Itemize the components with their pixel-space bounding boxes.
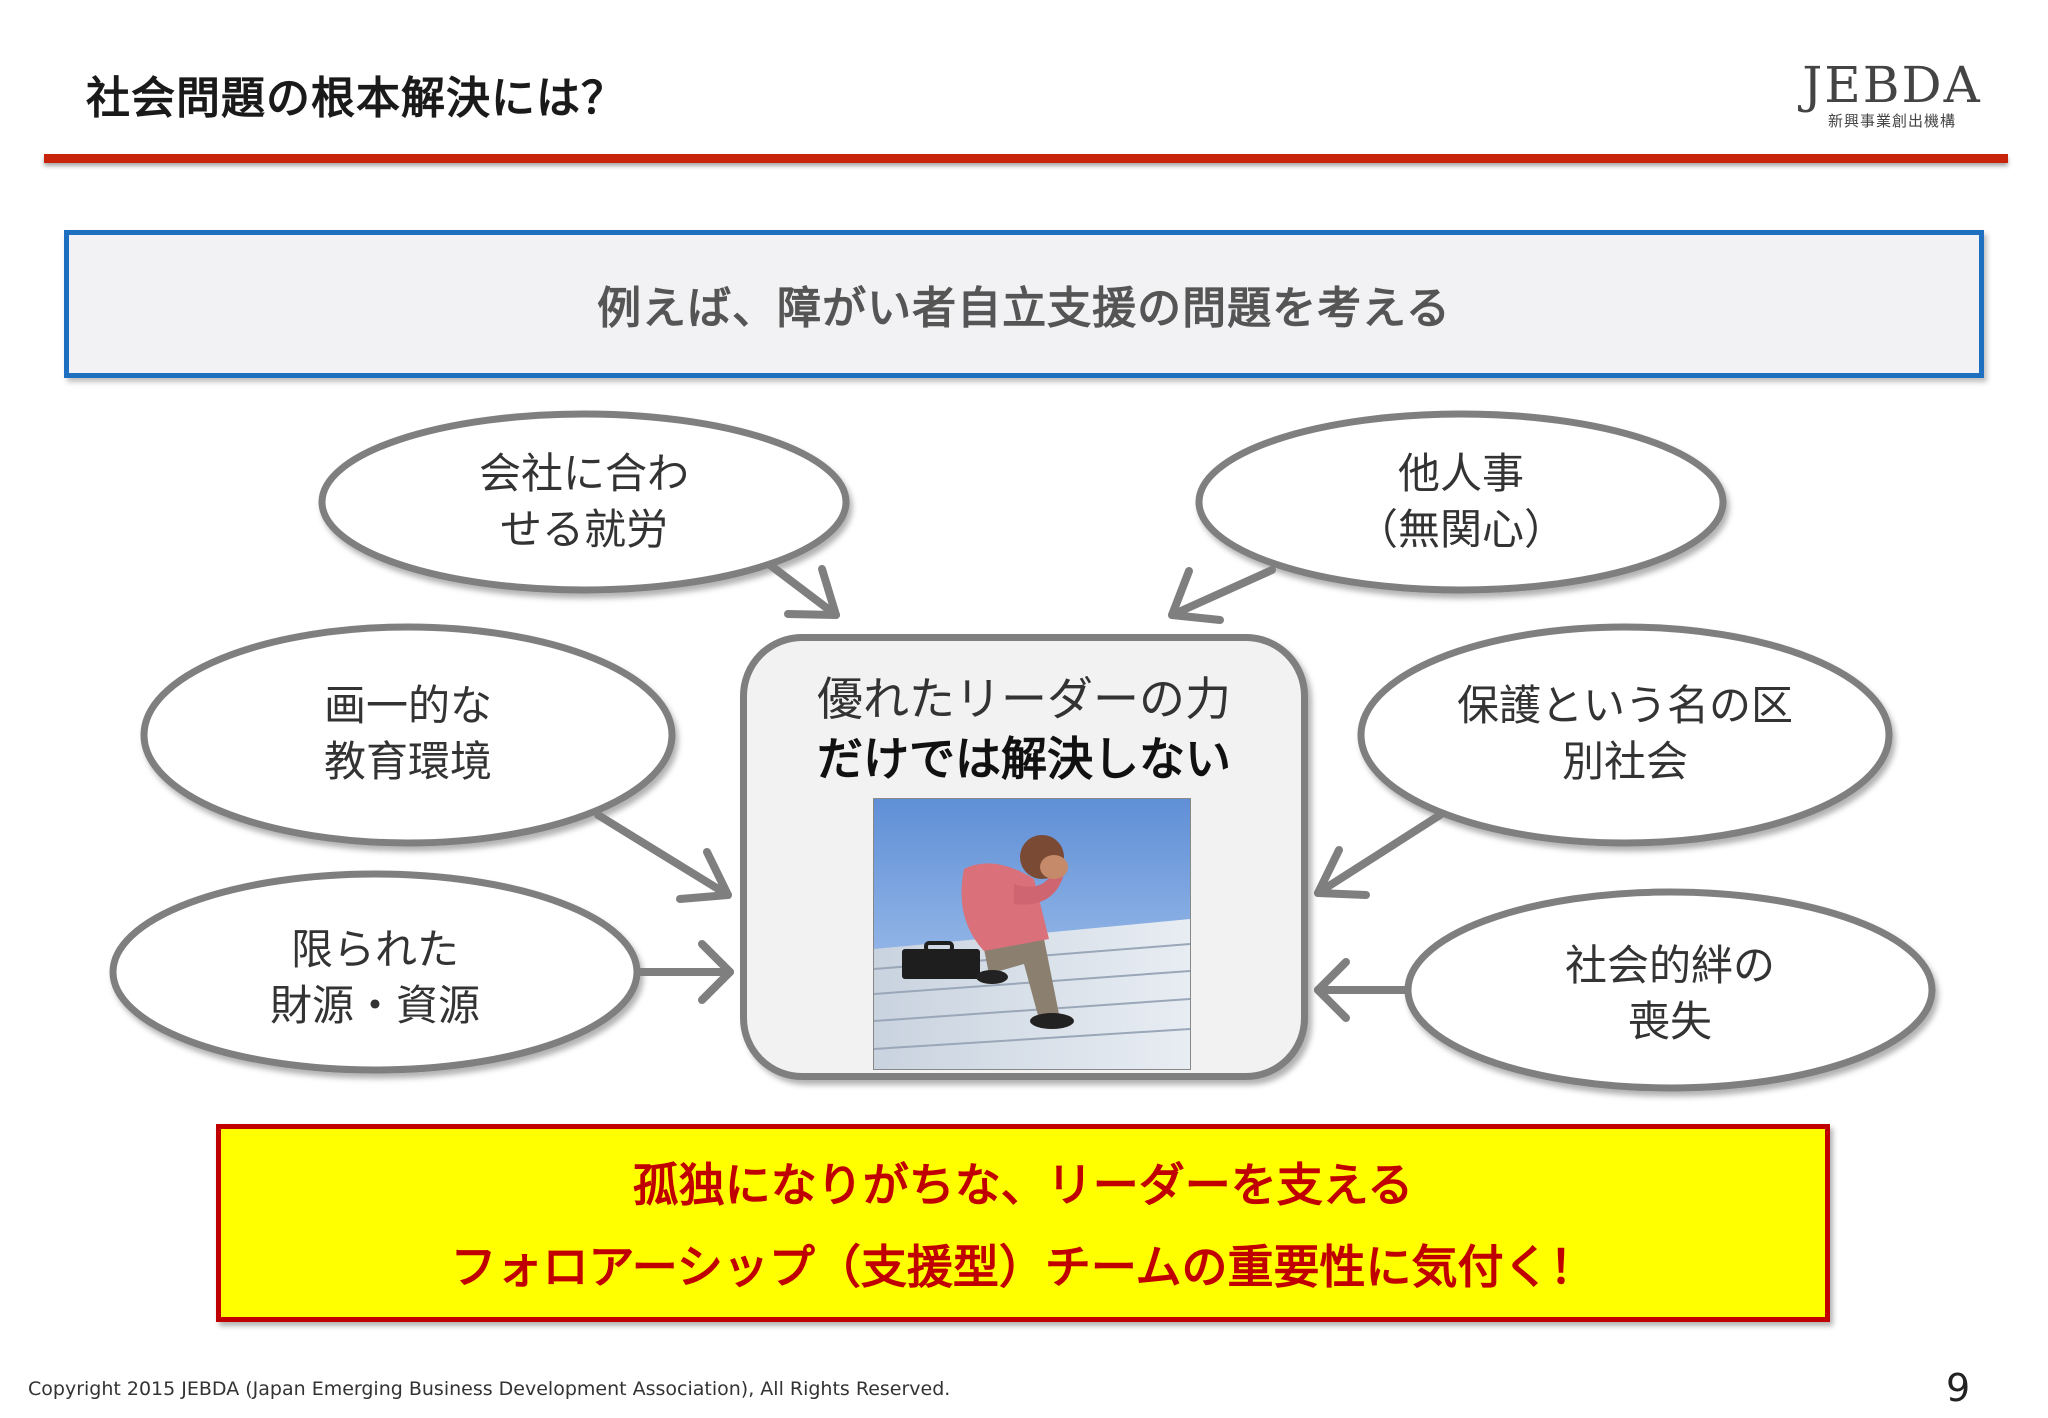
logo-wordmark: JEBDA [1802, 56, 1982, 114]
arrow-5-head [698, 940, 734, 1004]
conclusion-callout: 孤独になりがちな、リーダーを支える フォロアーシップ（支援型）チームの重要性に気… [216, 1124, 1830, 1322]
arrow-1 [766, 561, 840, 619]
arrow-3 [594, 811, 732, 899]
cause-label-2: 他人事 （無関心） [1355, 449, 1566, 554]
cause-label-3: 画一的な 教育環境 [323, 681, 492, 786]
arrow-6-head [1314, 958, 1350, 1022]
page-number: 9 [1946, 1366, 1971, 1410]
callout-text-line2: フォロアーシップ（支援型）チームの重要性に気付く！ [450, 1240, 1596, 1294]
center-text-line2: だけでは解決しない [817, 732, 1231, 786]
slide-title: 社会問題の根本解決には？ [86, 73, 626, 124]
jebda-logo: JEBDA 新興事業創出機構 [1792, 58, 1992, 130]
cause-label-4: 保護という名の区 別社会 [1456, 681, 1793, 786]
question-banner: 例えば、障がい者自立支援の問題を考える [64, 230, 1984, 378]
arrow-3-head [676, 848, 732, 903]
arrow-2 [1168, 566, 1276, 619]
arrow-4-head [1314, 846, 1370, 899]
arrow-2-head [1168, 567, 1224, 624]
title-divider [44, 154, 2008, 163]
question-text: 例えば、障がい者自立支援の問題を考える [597, 283, 1451, 334]
distressed-man-photo [873, 798, 1191, 1070]
center-text-line1: 優れたリーダーの力 [817, 672, 1231, 726]
cause-label-5: 限られた 財源・資源 [269, 925, 480, 1030]
cause-label-1: 会社に合わ せる就労 [478, 449, 689, 554]
logo-subtitle: 新興事業創出機構 [1827, 112, 1956, 130]
arrow-1-head [784, 565, 840, 619]
copyright-notice: Copyright 2015 JEBDA (Japan Emerging Bus… [28, 1378, 951, 1400]
callout-text-line1: 孤独になりがちな、リーダーを支える [632, 1158, 1414, 1212]
cause-label-6: 社会的絆の 喪失 [1564, 941, 1775, 1046]
arrow-4 [1314, 811, 1444, 897]
